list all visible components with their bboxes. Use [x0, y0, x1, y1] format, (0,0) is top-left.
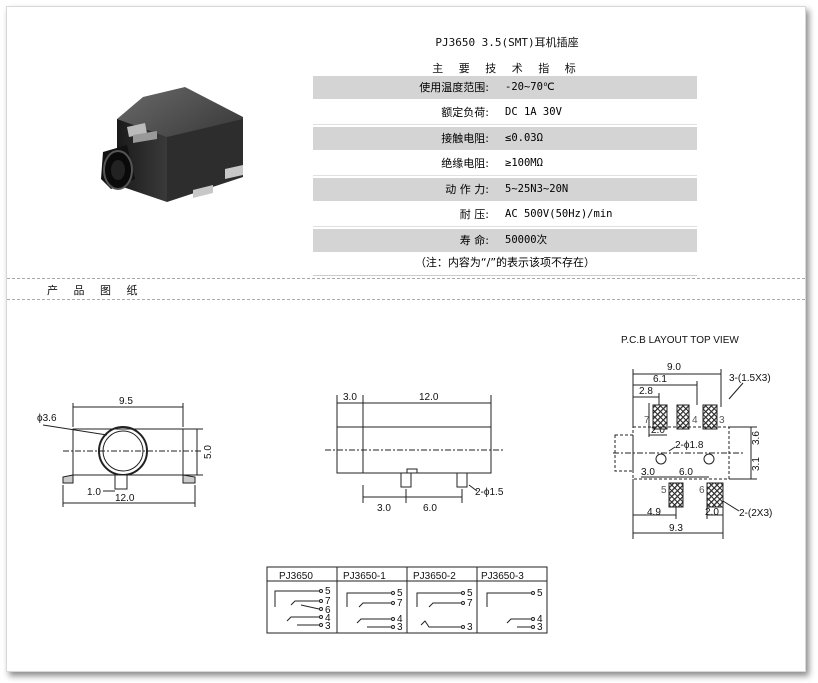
- pad-label: 6: [699, 485, 705, 496]
- spec-value: AC 500V(50Hz)/min: [505, 208, 613, 220]
- dim-pin-offset: 3.0: [377, 503, 391, 514]
- dim-base: 12.0: [115, 493, 135, 504]
- spec-label: 接触电阻:: [441, 132, 489, 145]
- pcb-layout: P.C.B LAYOUT TOP VIEW 9.0 6.1 2.8 2.0 3-…: [613, 335, 772, 539]
- spec-value: 50000次: [505, 234, 548, 246]
- spec-row: 动 作 力: 5~25N3~20N: [313, 178, 697, 201]
- pin-label: 4: [537, 614, 543, 625]
- spec-label: 寿 命:: [459, 234, 489, 247]
- pin-label: 5: [325, 586, 331, 597]
- dim-2-0-top: 2.0: [651, 425, 665, 436]
- pin-label: 3: [397, 622, 403, 633]
- spec-value: DC 1A 30V: [505, 106, 562, 118]
- pad-label: 7: [644, 415, 650, 426]
- pad-label: 4: [692, 415, 698, 426]
- side-view: 3.0 12.0 3.0 6.0 2-ϕ1.5: [325, 392, 504, 514]
- spec-row: 接触电阻: ≤0.03Ω: [313, 127, 697, 150]
- dim-pads-bottom: 2-(2X3): [739, 508, 772, 519]
- table-note: （注：内容为“/”的表示该项不存在）: [313, 251, 697, 276]
- pin-label: 5: [397, 588, 403, 599]
- spec-label: 耐 压:: [459, 208, 489, 221]
- spec-value: -20~70℃: [505, 81, 555, 93]
- dim-pin-pitch: 6.0: [423, 503, 437, 514]
- product-photo: [101, 87, 243, 202]
- dim-2-0-bottom: 2.0: [705, 507, 719, 518]
- schematic-header: PJ3650-3: [481, 571, 524, 582]
- dim-9-0: 9.0: [667, 362, 681, 373]
- spec-value: ≥100MΩ: [505, 157, 543, 169]
- pin-label: 5: [537, 588, 543, 599]
- pin-label: 4: [397, 614, 403, 625]
- pcb-heading: P.C.B LAYOUT TOP VIEW: [621, 335, 739, 346]
- pad-label: 3: [719, 415, 725, 426]
- schematic-header: PJ3650-1: [343, 571, 386, 582]
- dim-9-3: 9.3: [669, 523, 683, 534]
- spec-row: 额定负荷: DC 1A 30V: [313, 101, 697, 125]
- dim-hole: ϕ3.6: [37, 413, 57, 424]
- schematic-header: PJ3650: [279, 571, 313, 582]
- dim-pads-top: 3-(1.5X3): [729, 373, 771, 384]
- spec-label: 额定负荷:: [441, 106, 489, 119]
- technical-drawings: 9.5 ϕ3.6 5.0 1.0 12.0 3.0 12.0: [37, 335, 772, 634]
- front-view: 9.5 ϕ3.6 5.0 1.0 12.0: [37, 396, 214, 507]
- spec-value: ≤0.03Ω: [505, 132, 543, 144]
- spec-label: 绝缘电阻:: [441, 157, 489, 170]
- dim-holes: 2-ϕ1.8: [675, 440, 704, 451]
- pin-label: 3: [325, 621, 331, 632]
- spec-row: 使用温度范围: -20~70℃: [313, 76, 697, 99]
- spec-value: 5~25N3~20N: [505, 183, 569, 195]
- pin-label: 7: [325, 596, 331, 607]
- pad-label: 5: [661, 485, 667, 496]
- dim-6-0: 6.0: [679, 467, 693, 478]
- dim-3-0: 3.0: [641, 467, 655, 478]
- pin-label: 7: [467, 598, 473, 609]
- pin-label: 3: [537, 622, 543, 633]
- dim-width: 9.5: [119, 396, 133, 407]
- spec-label: 使用温度范围:: [419, 81, 489, 94]
- dim-3-6: 3.6: [751, 431, 762, 445]
- dim-2-8: 2.8: [639, 386, 653, 397]
- dim-length: 12.0: [419, 392, 439, 403]
- dim-3-1: 3.1: [751, 457, 762, 471]
- dim-6-1: 6.1: [653, 374, 667, 385]
- pin-label: 7: [397, 598, 403, 609]
- spec-row: 耐 压: AC 500V(50Hz)/min: [313, 203, 697, 227]
- dim-height: 5.0: [203, 445, 214, 459]
- spec-row: 绝缘电阻: ≥100MΩ: [313, 152, 697, 176]
- spec-row: 寿 命: 50000次: [313, 229, 697, 252]
- dim-nose: 3.0: [343, 392, 357, 403]
- spec-subtitle: 主 要 技 术 指 标: [432, 62, 582, 75]
- divider: [7, 299, 805, 300]
- spec-table: 使用温度范围: -20~70℃ 额定负荷: DC 1A 30V 接触电阻: ≤0.03…: [313, 76, 697, 254]
- pin-label: 3: [467, 622, 473, 633]
- divider: [7, 278, 805, 279]
- pin-label: 6: [325, 605, 331, 616]
- document-frame: PJ3650 3.5(SMT)耳机插座 主 要 技 术 指 标 使用温度范围: -…: [6, 6, 806, 672]
- doc-title: PJ3650 3.5(SMT)耳机插座: [435, 36, 579, 49]
- pin-label: 4: [325, 613, 331, 624]
- dim-pin-diameter: 2-ϕ1.5: [475, 487, 504, 498]
- pin-label: 5: [467, 588, 473, 599]
- schematic-table: PJ3650 PJ3650-1 PJ3650-2 PJ3650-3 5 7 6 …: [266, 566, 548, 634]
- dim-4-9: 4.9: [647, 507, 661, 518]
- spec-label: 动 作 力:: [445, 183, 489, 196]
- schematic-header: PJ3650-2: [413, 571, 456, 582]
- dim-pin: 1.0: [87, 487, 101, 498]
- drawings-heading: 产 品 图 纸: [47, 284, 144, 297]
